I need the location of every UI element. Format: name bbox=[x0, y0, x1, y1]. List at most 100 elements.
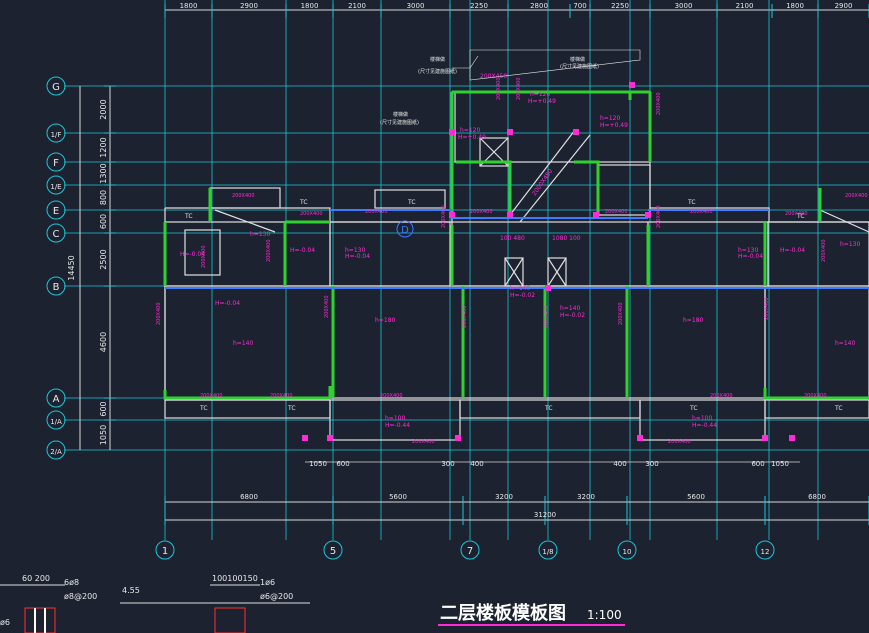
member-size-label: 200X400 bbox=[300, 211, 323, 217]
row-axis-label: B bbox=[53, 282, 60, 293]
top-dimension-label: 2900 bbox=[835, 2, 853, 10]
svg-text:H=-0.04: H=-0.04 bbox=[780, 247, 805, 254]
row-axis-circle bbox=[46, 123, 66, 143]
svg-text:h=130: h=130 bbox=[738, 247, 758, 254]
svg-text:h=120: h=120 bbox=[530, 91, 550, 98]
svg-text:h=140: h=140 bbox=[835, 340, 855, 347]
balcony-dimension-label: 1050 bbox=[309, 460, 327, 468]
row-axis-bubble-f: F bbox=[46, 152, 66, 172]
tc-label: TC bbox=[407, 199, 416, 206]
left-dimension-label: 4600 bbox=[99, 332, 108, 352]
left-dimension-label: 1050 bbox=[99, 425, 108, 445]
column-axis-circle bbox=[155, 540, 175, 560]
svg-text:H=-0.04: H=-0.04 bbox=[738, 253, 763, 260]
balcony-dimension-label: 600 bbox=[336, 460, 349, 468]
top-dimension-label: 2100 bbox=[348, 2, 366, 10]
member-size-label: 200X400 bbox=[656, 92, 662, 115]
top-dimension-label: 3000 bbox=[407, 2, 425, 10]
tc-label: TC bbox=[796, 213, 805, 220]
member-size-label: 200X400 bbox=[618, 302, 624, 325]
top-dimension-label: 1800 bbox=[786, 2, 804, 10]
row-axis-circle bbox=[46, 76, 66, 96]
row-axis-circle bbox=[46, 388, 66, 408]
row-axis-bubble-1-f: 1/F bbox=[46, 123, 66, 143]
svg-text:H=-0.04: H=-0.04 bbox=[290, 247, 315, 254]
svg-text:H=-0.44: H=-0.44 bbox=[385, 422, 410, 429]
detail-1-stirrup: ø8@200 bbox=[64, 592, 97, 601]
member-size-label: 200X400 bbox=[656, 205, 662, 228]
top-dimension-label: 2100 bbox=[736, 2, 754, 10]
column-marker bbox=[545, 285, 551, 291]
svg-text:h=140: h=140 bbox=[510, 285, 530, 292]
svg-text:(尺寸见建施图纸): (尺寸见建施图纸) bbox=[418, 68, 457, 75]
row-axis-bubble-b: B bbox=[46, 276, 66, 296]
column-axis-circle bbox=[323, 540, 343, 560]
top-dimension-label: 700 bbox=[573, 2, 586, 10]
column-axis-circle bbox=[460, 540, 480, 560]
svg-text:h=140: h=140 bbox=[560, 305, 580, 312]
member-size-label: 200X400 bbox=[845, 193, 868, 199]
column-axis-bubble-12: 12 bbox=[755, 540, 775, 560]
svg-text:二层楼板模板图: 二层楼板模板图 bbox=[440, 602, 566, 624]
svg-text:(尺寸见建施图纸): (尺寸见建施图纸) bbox=[380, 119, 419, 126]
svg-text:h=100: h=100 bbox=[385, 415, 405, 422]
member-size-label: 200X400 bbox=[516, 77, 522, 100]
column-axis-circle bbox=[755, 540, 775, 560]
axis-d-bubble: D bbox=[396, 220, 414, 238]
member-size-label: 200X400 bbox=[710, 393, 733, 399]
member-size-label: 200X400 bbox=[441, 205, 447, 228]
column-marker bbox=[507, 129, 513, 135]
top-dimension-label: 2250 bbox=[470, 2, 488, 10]
left-dimension-label: 600 bbox=[99, 401, 108, 416]
column-axis-label: 5 bbox=[330, 546, 336, 557]
column-marker bbox=[637, 435, 643, 441]
left-dimension-label: 1200 bbox=[99, 137, 108, 157]
column-axis-label: 1 bbox=[162, 546, 168, 557]
left-dimension-label: 2500 bbox=[99, 249, 108, 269]
row-axis-circle bbox=[46, 276, 66, 296]
row-axis-bubble-1-e: 1/E bbox=[46, 175, 66, 195]
bottom-dimension-label: 6800 bbox=[240, 493, 258, 501]
svg-text:H=+0.49: H=+0.49 bbox=[458, 134, 486, 141]
column-axis-bubble-10: 10 bbox=[617, 540, 637, 560]
svg-text:h=140: h=140 bbox=[233, 340, 253, 347]
drawing-title-block: 二层楼板模板图 1:100 bbox=[438, 602, 625, 626]
svg-text:h=120: h=120 bbox=[600, 115, 620, 122]
top-dimension-label: 1800 bbox=[180, 2, 198, 10]
svg-text:楼梯做: 楼梯做 bbox=[393, 111, 408, 118]
detail-2-dims: 100100150 bbox=[212, 574, 258, 583]
svg-text:200X450: 200X450 bbox=[480, 73, 507, 80]
svg-text:H=-0.04: H=-0.04 bbox=[180, 251, 205, 258]
row-axis-bubble-g: G bbox=[46, 76, 66, 96]
member-size-label: 200X400 bbox=[544, 305, 550, 328]
tc-label: TC bbox=[299, 199, 308, 206]
row-axis-bubble-c: C bbox=[46, 223, 66, 243]
row-axis-bubble-a: A bbox=[46, 388, 66, 408]
top-dimension-label: 1800 bbox=[301, 2, 319, 10]
row-axis-label: G bbox=[52, 82, 60, 93]
column-axis-bubble-7: 7 bbox=[460, 540, 480, 560]
balcony-dimension-label: 300 bbox=[441, 460, 454, 468]
detail-1-rebar: 6ø8 bbox=[64, 578, 79, 587]
svg-text:H=-0.02: H=-0.02 bbox=[510, 292, 535, 299]
shear-walls bbox=[163, 90, 869, 400]
svg-text:h=100: h=100 bbox=[692, 415, 712, 422]
member-size-label: 200X400 bbox=[200, 393, 223, 399]
bottom-dimension-label: 3200 bbox=[577, 493, 595, 501]
tc-label: TC bbox=[184, 213, 193, 220]
member-size-label: 200X400 bbox=[201, 245, 207, 268]
detail-2-stirrup: ø6@200 bbox=[260, 592, 293, 601]
tc-label: TC bbox=[687, 199, 696, 206]
column-axis-label: 10 bbox=[623, 548, 632, 556]
member-size-label: 200X400 bbox=[412, 439, 435, 445]
top-dimension-label: 2900 bbox=[240, 2, 258, 10]
beams bbox=[165, 209, 869, 289]
member-size-label: 200X400 bbox=[764, 297, 770, 320]
callout-notes: 楼梯做(尺寸见建施图纸) 楼梯做(尺寸见建施图纸) 楼梯做(尺寸见建施图纸) bbox=[380, 49, 641, 126]
